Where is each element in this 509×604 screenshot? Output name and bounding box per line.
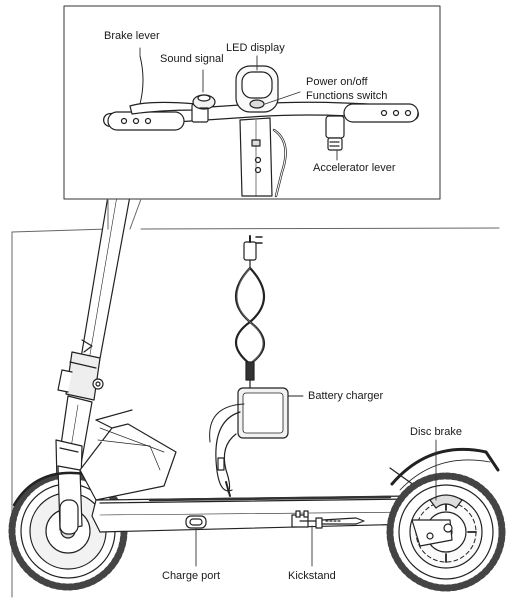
leader-lines <box>195 439 437 567</box>
label-charge-port: Charge port <box>162 570 221 582</box>
label-power-switch-line1: Power on/off <box>306 76 368 88</box>
label-led-display: LED display <box>226 42 285 54</box>
label-disc-brake: Disc brake <box>410 426 462 438</box>
label-brake-lever: Brake lever <box>104 30 160 42</box>
label-kickstand: Kickstand <box>288 570 336 582</box>
battery-charger <box>209 235 304 497</box>
rear-wheel <box>386 447 506 592</box>
label-sound-signal: Sound signal <box>160 53 224 65</box>
label-power-switch-line2: Functions switch <box>306 90 388 102</box>
label-accelerator-lever: Accelerator lever <box>313 162 396 174</box>
deck-body <box>79 409 447 533</box>
label-battery-charger: Battery charger <box>308 390 384 402</box>
handlebar-inset <box>63 5 441 230</box>
